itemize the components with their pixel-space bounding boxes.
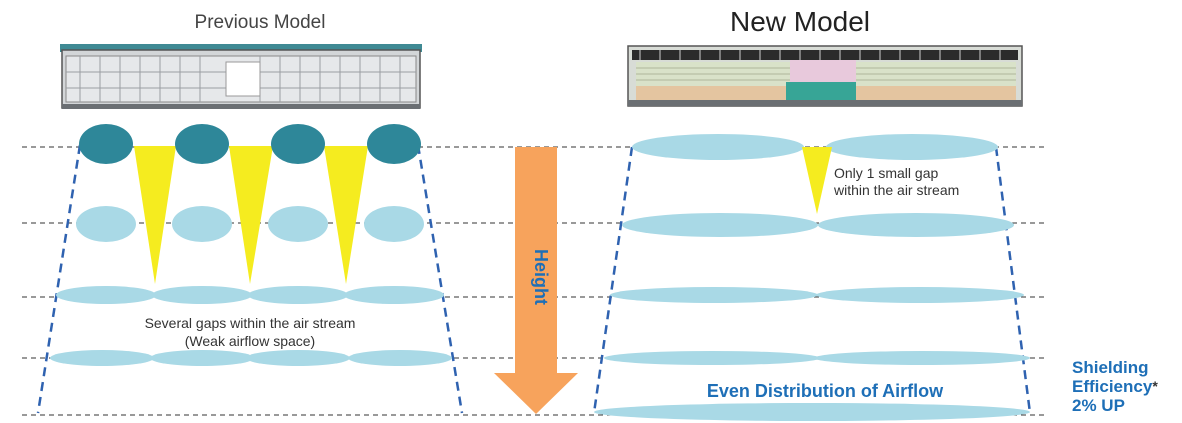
new-airflow-row-2	[622, 213, 1014, 237]
previous-airflow-row-2	[76, 206, 424, 242]
even-distribution-label: Even Distribution of Airflow	[706, 381, 944, 401]
shielding-efficiency-callout: Shielding Efficiency* 2% UP	[1072, 358, 1158, 415]
previous-model-title: Previous Model	[194, 12, 326, 33]
gap-wedge-2	[229, 146, 273, 284]
previous-gaps-line-1: Several gaps within the air stream	[144, 315, 356, 331]
new-model-unit-icon	[627, 45, 1023, 107]
new-airflow-row-3	[610, 287, 1024, 303]
new-airflow-row-4	[604, 351, 1030, 365]
shielding-line-2: Efficiency*	[1072, 377, 1158, 396]
previous-outlet-row	[79, 124, 421, 164]
new-airflow-row-1	[632, 134, 998, 160]
new-gap-line-2: within the air stream	[834, 182, 960, 198]
gap-wedge-1	[134, 146, 176, 284]
new-gap-wedge	[802, 147, 832, 214]
previous-gaps-caption: Several gaps within the air stream (Weak…	[60, 314, 440, 350]
previous-gaps-line-2: (Weak airflow space)	[184, 333, 316, 349]
new-model-title: New Model	[729, 6, 871, 37]
height-arrow-icon	[494, 147, 578, 414]
previous-gaps	[134, 146, 368, 284]
height-label: Height	[531, 249, 551, 305]
shielding-line-1: Shielding	[1072, 358, 1149, 377]
shielding-line-3: 2% UP	[1072, 396, 1125, 415]
new-gap-caption: Only 1 small gap within the air stream	[834, 165, 1014, 199]
previous-airflow-row-4	[50, 350, 452, 366]
previous-airflow-row-3	[56, 286, 444, 304]
footnote-star: *	[1152, 378, 1158, 394]
previous-airflow-outline	[36, 144, 464, 414]
previous-model-unit-icon	[60, 44, 422, 109]
gap-wedge-3	[324, 146, 368, 284]
shielding-efficiency-text: Efficiency	[1072, 377, 1153, 396]
new-gap-line-1: Only 1 small gap	[834, 165, 939, 181]
new-airflow-row-5	[594, 403, 1030, 421]
